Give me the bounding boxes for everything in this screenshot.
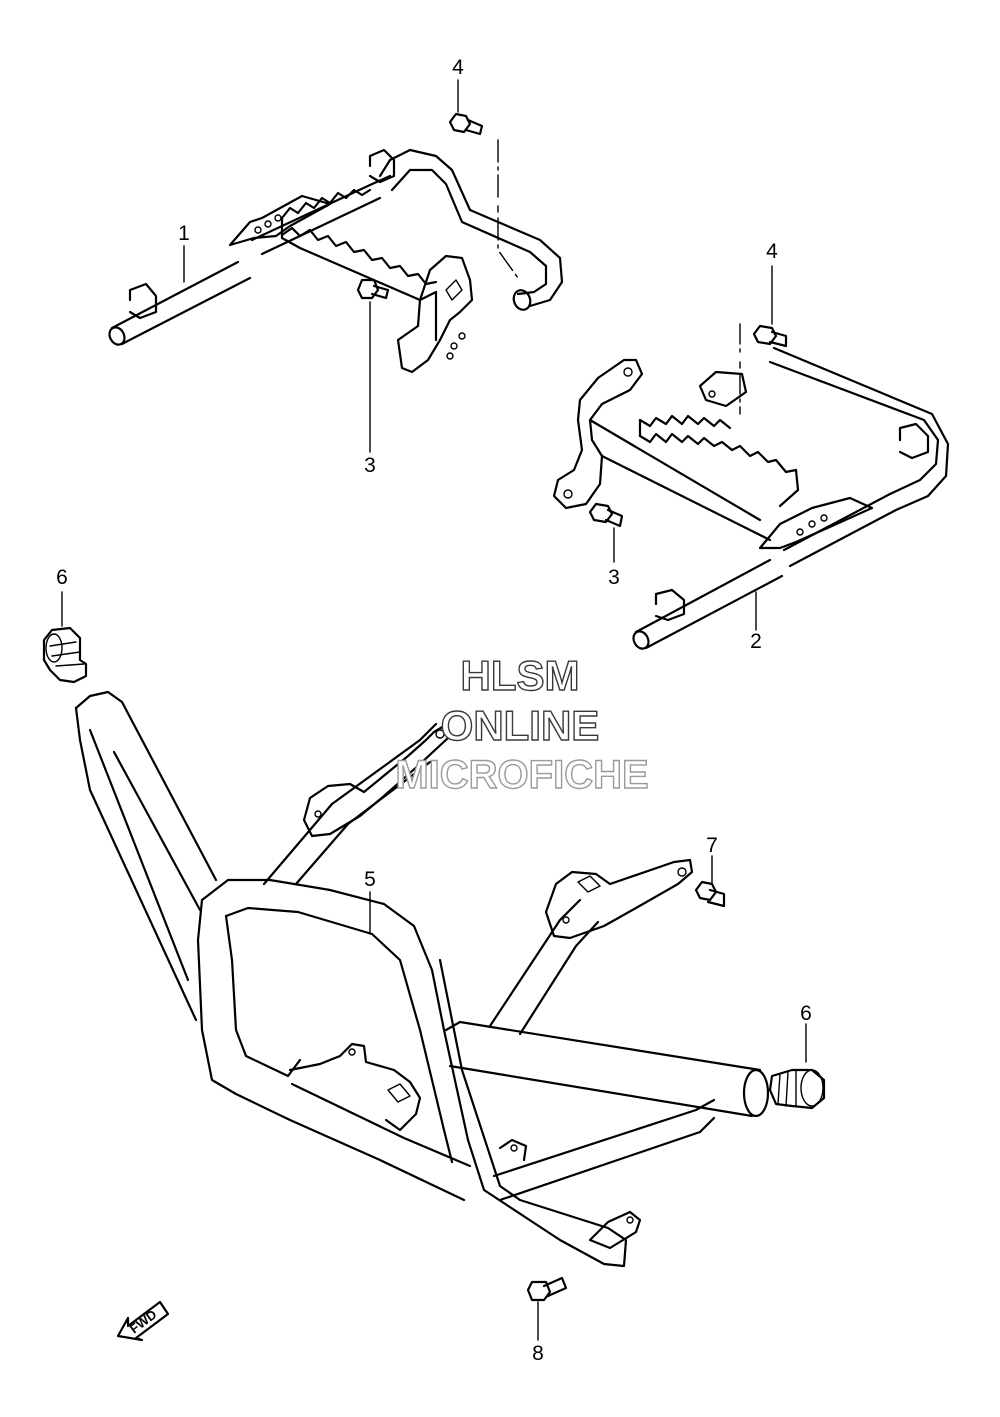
end-cap-6-right[interactable] [768,1068,826,1110]
callout-5: 5 [364,868,376,891]
bolt-4-upper[interactable] [448,112,484,136]
callout-2: 2 [750,630,762,653]
fwd-arrow: FWD [116,1300,170,1342]
watermark: HLSM ONLINE MICROFICHE [395,651,650,797]
end-cap-6-left[interactable] [42,626,88,684]
left-footrest-part-1[interactable] [107,148,564,374]
front-bumper-part-5[interactable] [74,690,770,1268]
bolt-3-right[interactable] [588,502,624,528]
bolt-7[interactable] [694,880,726,908]
callout-6-left: 6 [56,566,68,589]
callout-4-right: 4 [766,240,778,263]
callout-3-left: 3 [364,454,376,477]
callout-4-upper: 4 [452,56,464,79]
callout-8: 8 [532,1342,544,1365]
watermark-line-2: ONLINE [441,702,600,749]
callout-6-right: 6 [800,1002,812,1025]
callout-1: 1 [178,222,190,245]
bolt-3-left[interactable] [356,278,390,300]
callout-7: 7 [706,834,718,857]
callout-labels: 1 4 3 4 3 2 6 5 7 6 8 [56,56,812,1365]
leader-lines [61,79,807,1341]
callout-3-right: 3 [608,566,620,589]
bolt-4-right[interactable] [752,324,788,348]
right-footrest-part-2[interactable] [552,346,950,651]
bolt-8[interactable] [526,1276,568,1302]
watermark-line-3: MICROFICHE [395,753,648,797]
watermark-line-1: HLSM [461,652,580,699]
